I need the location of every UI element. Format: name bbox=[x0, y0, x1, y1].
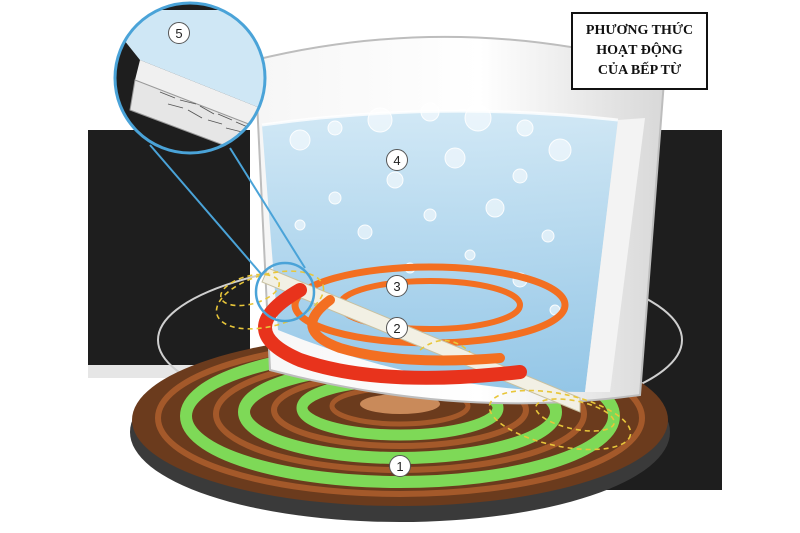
label-water: 4 bbox=[386, 149, 408, 171]
pot-water bbox=[262, 111, 618, 392]
water-bubbles bbox=[289, 102, 572, 316]
magnifier-connector bbox=[149, 144, 263, 276]
title-line-3: CỦA BẾP TỪ bbox=[597, 63, 682, 78]
label-heat: 3 bbox=[386, 275, 408, 297]
magnified-layer-view bbox=[113, 1, 267, 155]
label-coil: 1 bbox=[389, 455, 411, 477]
title-box: PHƯƠNG THỨC HOẠT ĐỘNG CỦA BẾP TỪ bbox=[571, 12, 708, 90]
magnifier-focus-ring bbox=[254, 261, 316, 323]
cooktop-surface bbox=[88, 130, 250, 365]
label-pan-base: 2 bbox=[386, 317, 408, 339]
title-line-1: PHƯƠNG THỨC bbox=[585, 23, 694, 38]
magnifier-connector-2 bbox=[229, 147, 306, 269]
magnetic-field-lines bbox=[215, 270, 632, 451]
label-magnified-layer: 5 bbox=[168, 22, 190, 44]
title-line-2: HOẠT ĐỘNG bbox=[596, 43, 683, 58]
